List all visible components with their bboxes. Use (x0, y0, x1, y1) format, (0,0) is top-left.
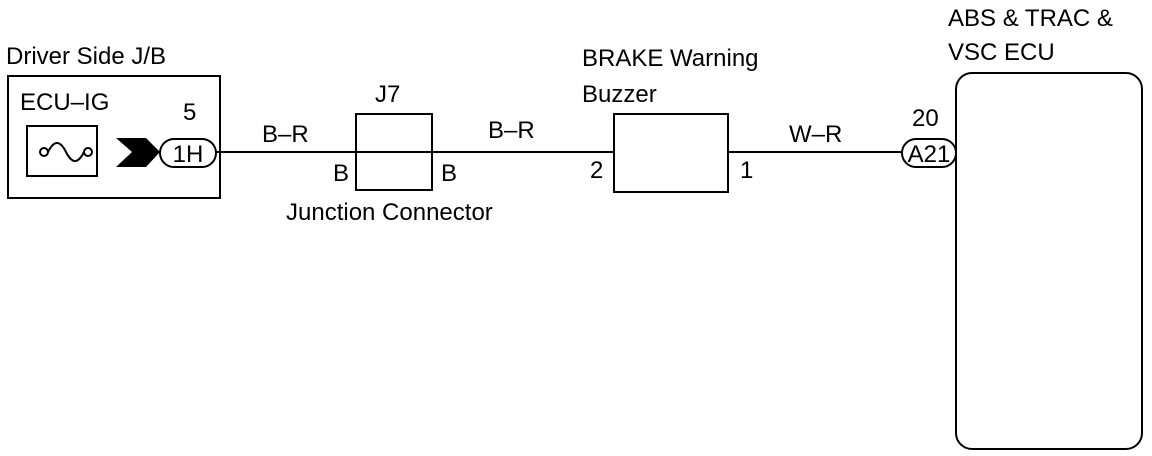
buzzer-box (613, 113, 729, 193)
jb-pin-number: 5 (183, 99, 196, 126)
buzzer-title-line2: Buzzer (582, 81, 657, 108)
jb-connector-1h: 1H (159, 138, 217, 168)
junction-id: J7 (375, 81, 400, 108)
junction-right-pin: B (441, 160, 457, 187)
wire-1-color: B–R (262, 121, 309, 148)
buzzer-title-line1: BRAKE Warning (582, 45, 759, 72)
fuse-label: ECU–IG (20, 89, 109, 116)
connector-arrow-icon (116, 138, 160, 167)
jb-title: Driver Side J/B (6, 43, 166, 70)
ecu-box (955, 72, 1143, 450)
buzzer-pin-out: 1 (740, 157, 753, 184)
ecu-pin-number: 20 (912, 105, 939, 132)
ecu-title-line1: ABS & TRAC & (948, 5, 1113, 32)
junction-left-pin: B (333, 160, 349, 187)
wire-3-color: W–R (789, 121, 842, 148)
buzzer-pin-in: 2 (590, 157, 603, 184)
jb-connector-label: 1H (173, 141, 204, 168)
junction-name: Junction Connector (286, 199, 493, 226)
wire-2-color: B–R (488, 117, 535, 144)
junction-block-box (7, 75, 221, 199)
ecu-connector-label: A21 (908, 141, 951, 168)
ecu-connector-a21: A21 (901, 138, 957, 168)
fuse-icon (26, 125, 98, 177)
ecu-title-line2: VSC ECU (948, 39, 1055, 66)
